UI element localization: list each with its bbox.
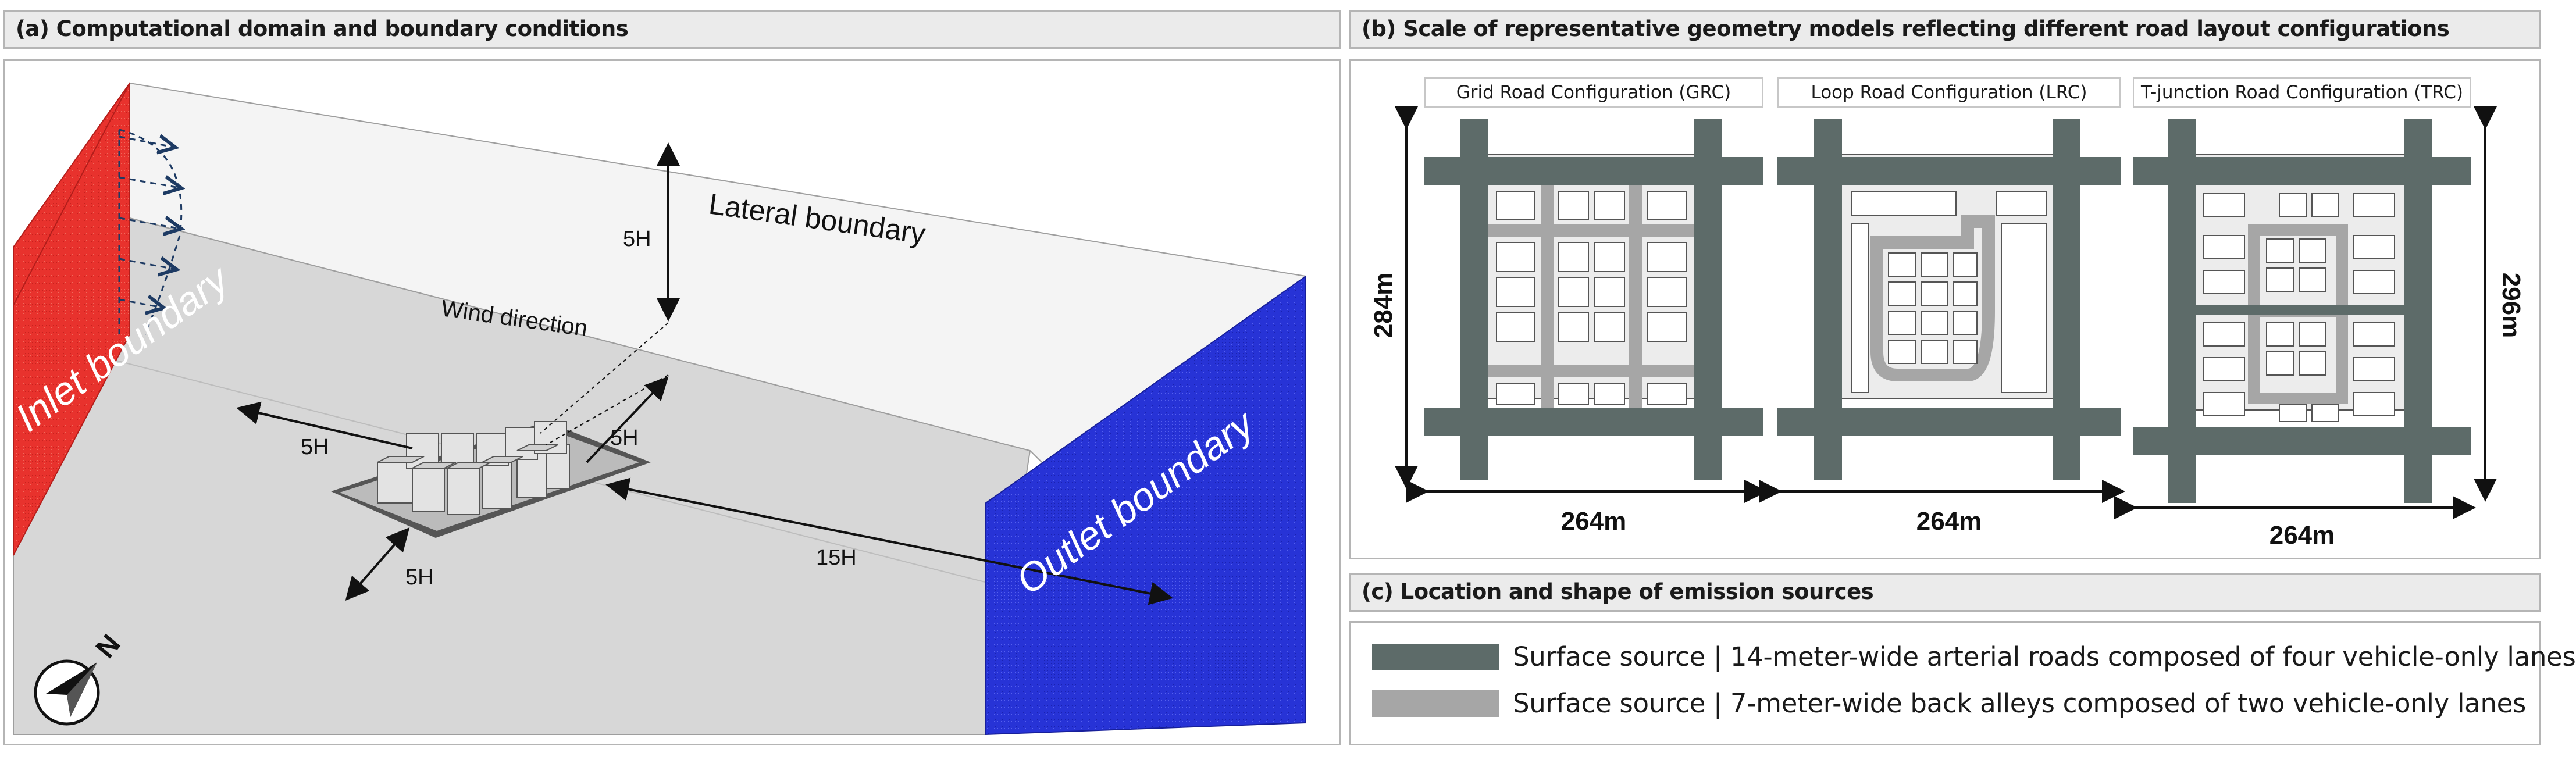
dim-15h: 15H: [816, 545, 857, 570]
inlet-label: Inlet boundary: [8, 256, 238, 440]
panel-b-header: (b) Scale of representative geometry mod…: [1349, 10, 2541, 49]
trc-width-label: 264m: [2269, 521, 2335, 550]
config-label-grc: Grid Road Configuration (GRC): [1424, 77, 1763, 108]
building-model: [331, 421, 651, 538]
back-alley-text: Surface source | 7-meter-wide back alley…: [1513, 688, 2527, 719]
panel-b: Grid Road Configuration (GRC) Loop Road …: [1349, 59, 2541, 559]
arterial-road-swatch: [1372, 643, 1499, 670]
config-label-lrc: Loop Road Configuration (LRC): [1777, 77, 2121, 108]
panel-c-header: (c) Location and shape of emission sourc…: [1349, 573, 2541, 612]
compass-north-label: N: [90, 629, 127, 664]
panel-a: Inlet boundary Outlet boundary Lateral b…: [3, 59, 1341, 745]
wind-direction-label: Wind direction: [440, 295, 589, 341]
legend-arterial-roads: Surface source | 14-meter-wide arterial …: [1372, 641, 2576, 672]
wind-profile: [118, 129, 181, 335]
grc-layout: [1424, 119, 1763, 480]
config-label-trc: T-junction Road Configuration (TRC): [2133, 77, 2471, 108]
panel-a-labels: Inlet boundary Outlet boundary Lateral b…: [8, 187, 1263, 664]
compass-icon: [34, 659, 100, 726]
lrc-layout: [1777, 119, 2121, 480]
dim-5h-right: 5H: [610, 426, 639, 450]
back-alley-swatch: [1372, 690, 1499, 717]
inlet-wall: [13, 83, 130, 556]
dim-5h-bottom: 5H: [405, 565, 434, 590]
legend-back-alleys: Surface source | 7-meter-wide back alley…: [1372, 688, 2527, 719]
grc-width-label: 264m: [1561, 507, 1627, 536]
arterial-road-text: Surface source | 14-meter-wide arterial …: [1513, 641, 2576, 672]
height-right-label: 296m: [2497, 273, 2525, 338]
dim-5h-left: 5H: [301, 435, 329, 459]
lrc-width-label: 264m: [1916, 507, 1982, 536]
scale-arrows: [1395, 106, 2497, 519]
height-left-label: 284m: [1369, 273, 1398, 338]
dimension-lines: [236, 142, 1173, 605]
computational-domain-diagram: [13, 81, 1306, 736]
lateral-label: Lateral boundary: [707, 187, 927, 250]
panel-c: Surface source | 14-meter-wide arterial …: [1349, 621, 2576, 745]
dim-5h-top: 5H: [623, 227, 651, 251]
trc-layout: [2133, 119, 2471, 503]
road-layouts: 264m 264m 264m 284m 296m: [1369, 106, 2525, 550]
panel-a-header: (a) Computational domain and boundary co…: [3, 10, 1341, 49]
outlet-label: Outlet boundary: [1008, 401, 1263, 603]
